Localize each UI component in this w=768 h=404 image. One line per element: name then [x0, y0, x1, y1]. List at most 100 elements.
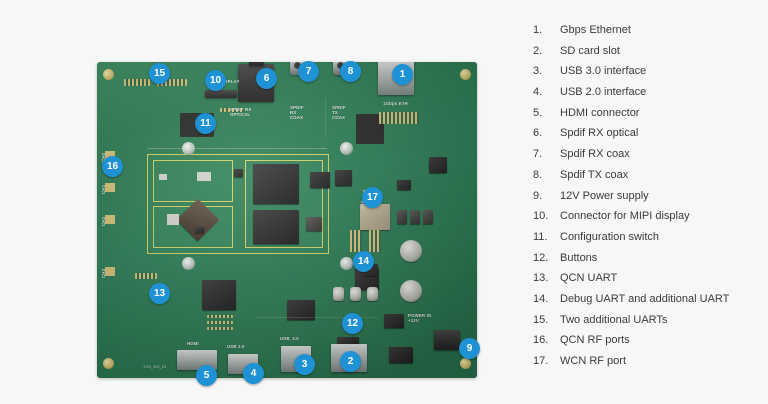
button-vol-down[interactable]	[367, 287, 378, 301]
legend-item: 8. Spdif TX coax	[533, 169, 763, 181]
pcb-trace	[325, 98, 326, 138]
callout-badge-qcn-rf-ports[interactable]: 16	[102, 156, 123, 177]
inductor	[335, 170, 352, 186]
legend-item-label: Two additional UARTs	[560, 313, 668, 326]
smd-component	[159, 174, 167, 180]
board-via	[340, 142, 353, 155]
legend-item-number: 1.	[533, 24, 543, 36]
inductor	[310, 172, 330, 188]
legend-item-label: QCN RF ports	[560, 334, 630, 347]
legend-item: 14. Debug UART and additional UART	[533, 293, 763, 305]
legend-item: 13. QCN UART	[533, 272, 763, 284]
legend-item-number: 6.	[533, 127, 543, 140]
debug-uart-header	[350, 230, 362, 252]
silk-spdif-rx-optical: SPDIF RX OPTICAL	[230, 107, 252, 117]
mounting-hole	[460, 358, 471, 369]
legend-item-number: 17.	[533, 355, 549, 367]
legend-item-number: 14.	[533, 292, 549, 305]
legend-item: 5. HDMI connector	[533, 107, 763, 119]
legend-item-label: Gbps Ethernet	[560, 24, 631, 36]
legend-item-number: 16.	[533, 334, 549, 347]
callout-badge-buttons[interactable]: 12	[342, 313, 363, 334]
pad-array	[207, 321, 233, 324]
callout-badge-spdif-rx-optical[interactable]: 6	[256, 68, 277, 89]
magnetics-array	[379, 112, 419, 124]
callout-badge-mipi-display-connector[interactable]: 10	[205, 70, 226, 91]
callout-badge-debug-uart[interactable]: 14	[353, 251, 374, 272]
transformer	[360, 204, 390, 230]
silk-power-in: POWER IN +12V	[408, 313, 432, 323]
legend-item: 4. USB 2.0 interface	[533, 86, 763, 98]
legend-item-number: 10.	[533, 210, 549, 223]
legend-item-number: 13.	[533, 272, 549, 285]
callout-badge-12v-power-supply[interactable]: 9	[459, 338, 480, 359]
legend-item: 2. SD card slot	[533, 45, 763, 57]
legend-item-label: Buttons	[560, 251, 598, 264]
mipi-display-connector[interactable]	[205, 90, 237, 98]
legend-list: 1. Gbps Ethernet 2. SD card slot 3. USB …	[533, 24, 763, 376]
memory-chip	[253, 210, 299, 244]
silk-spdif-tx-coax: SPDIF TX COAX	[332, 105, 346, 120]
callout-badge-sd-card-slot[interactable]: 2	[340, 351, 361, 372]
small-ic	[195, 227, 204, 233]
mounting-hole	[103, 69, 114, 80]
mounting-hole	[460, 69, 471, 80]
legend-item-label: USB 2.0 interface	[560, 86, 647, 99]
regulator-ic	[397, 210, 407, 224]
callout-badge-usb-2-0-interface[interactable]: 4	[243, 363, 264, 384]
legend-item: 1. Gbps Ethernet	[533, 24, 763, 36]
legend-item: 7. Spdif RX coax	[533, 148, 763, 160]
legend-item-label: Debug UART and additional UART	[560, 292, 730, 305]
pcb-trace	[257, 317, 377, 318]
legend-item-label: Configuration switch	[560, 230, 660, 243]
legend-item-number: 15.	[533, 313, 549, 326]
callout-badge-two-additional-uarts[interactable]: 15	[149, 63, 170, 84]
rf-port-ch2	[105, 215, 115, 224]
small-ic	[429, 157, 447, 173]
rf-port-ch1	[105, 183, 115, 192]
legend-item-label: 12V Power supply	[560, 189, 649, 202]
silk-ch3: CH3	[101, 268, 106, 278]
small-ic	[397, 180, 411, 190]
qcn-uart-header	[135, 273, 157, 279]
silk-ch1: CH1	[101, 184, 106, 194]
pad-array	[207, 327, 233, 330]
small-ic	[389, 347, 413, 363]
silk-ch2: CH2	[101, 216, 106, 226]
legend-item-number: 8.	[533, 168, 543, 181]
electrolytic-capacitor	[400, 240, 422, 262]
legend-item: 10. Connector for MIPI display	[533, 210, 763, 222]
callout-badge-spdif-rx-coax[interactable]: 7	[298, 61, 319, 82]
button-vol-up[interactable]	[350, 287, 361, 301]
legend-item-label: QCN UART	[560, 272, 618, 285]
callout-badge-wcn-rf-port[interactable]: 17	[362, 187, 383, 208]
smd-component	[197, 172, 211, 181]
callout-badge-hdmi-connector[interactable]: 5	[196, 365, 217, 386]
small-ic	[306, 217, 322, 231]
soc-chip	[253, 164, 299, 204]
pcb-trace	[147, 148, 327, 149]
legend-item-label: SD card slot	[560, 44, 620, 57]
mosfet	[384, 314, 404, 328]
button-pwr[interactable]	[333, 287, 344, 301]
pin-header	[220, 108, 244, 112]
silk-spdif-rx-coax: SPDIF RX COAX	[290, 105, 304, 120]
callout-badge-usb-3-0-interface[interactable]: 3	[294, 354, 315, 375]
legend-item: 16. QCN RF ports	[533, 334, 763, 346]
legend-item-number: 4.	[533, 86, 543, 99]
silk-usb30: USB_3.0	[280, 336, 299, 341]
board-via	[340, 257, 353, 270]
callout-badge-configuration-switch[interactable]: 11	[195, 113, 216, 134]
legend-item: 12. Buttons	[533, 252, 763, 264]
development-board-photo: MIPI DISPLAY SPDIF RX OPTICAL SPDIF RX C…	[97, 62, 477, 378]
callout-badge-gbps-ethernet[interactable]: 1	[392, 64, 413, 85]
callout-badge-qcn-uart[interactable]: 13	[149, 283, 170, 304]
board-via	[182, 142, 195, 155]
legend-item-number: 9.	[533, 189, 543, 202]
legend-item-label: Spdif RX coax	[560, 148, 630, 161]
electrolytic-capacitor	[400, 280, 422, 302]
power-jack-12v[interactable]	[434, 330, 460, 350]
additional-uart-header	[369, 230, 381, 252]
callout-badge-spdif-tx-coax[interactable]: 8	[340, 61, 361, 82]
board-via	[182, 257, 195, 270]
